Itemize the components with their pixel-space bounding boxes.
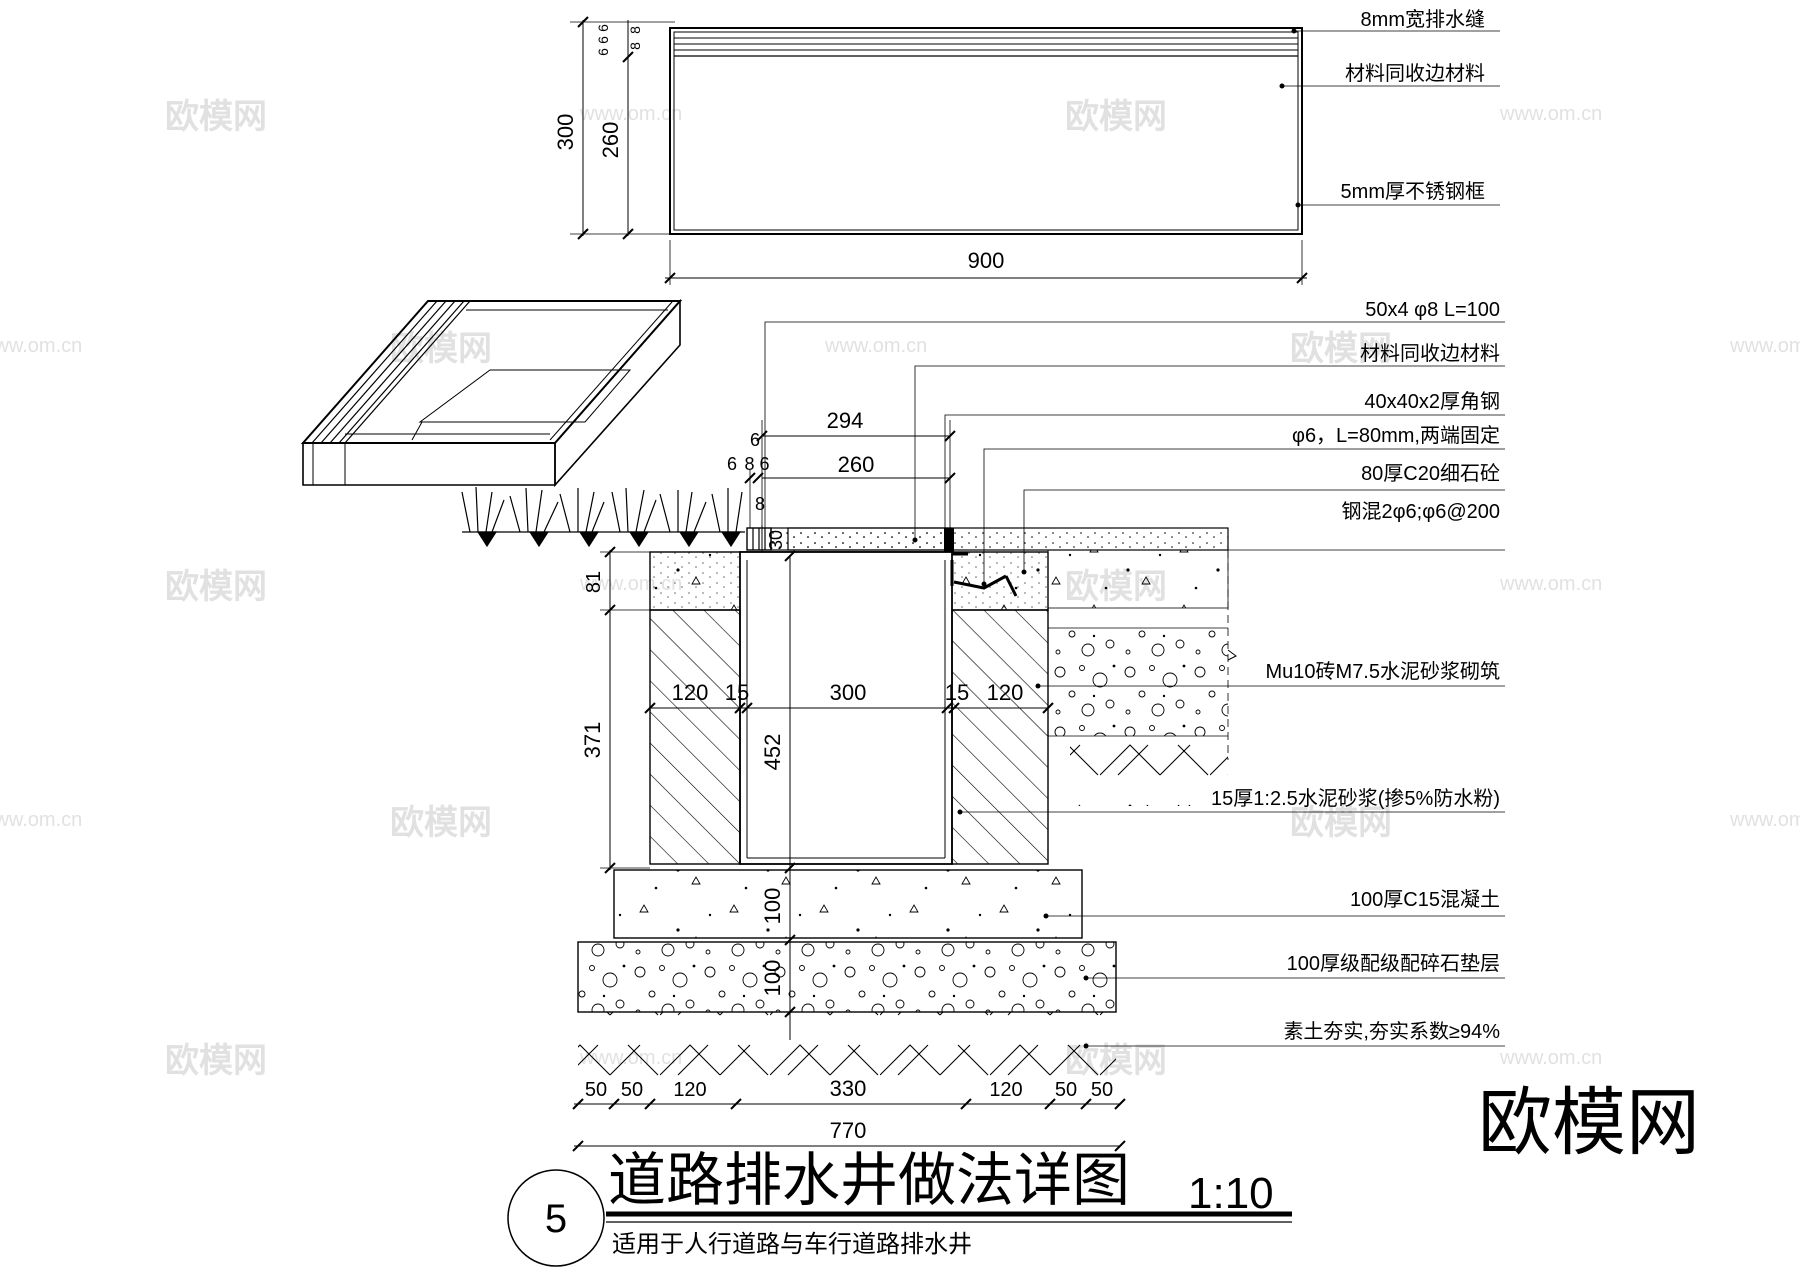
dim-tick <box>622 51 634 63</box>
watermark-brand: 欧模网 <box>165 98 267 136</box>
label-material: 材料同收边材料 <box>1345 62 1485 85</box>
dim-mid-15-left: 15 <box>725 680 749 705</box>
dim-371: 371 <box>580 722 605 759</box>
dim-bottom-50-d: 50 <box>1091 1079 1113 1101</box>
dim-small-6a: 6 <box>750 430 760 450</box>
watermark-brand: 欧模网 <box>1290 330 1392 368</box>
ground-layer-soil <box>1070 736 1228 806</box>
watermark-brand: 欧模网 <box>1290 804 1392 842</box>
dim-total-height: 300 <box>553 114 578 151</box>
dim-30: 30 <box>766 530 786 550</box>
dim-bottom-330: 330 <box>830 1076 867 1101</box>
dim-stack: 6 6 6 8 8 <box>595 24 643 56</box>
ground-layer-gravel <box>1048 628 1228 736</box>
detail-number-circle <box>507 1169 605 1267</box>
dim-452: 452 <box>760 734 785 771</box>
compacted-soil <box>578 1012 1116 1082</box>
watermark-brand: 欧模网 <box>165 568 267 606</box>
watermark-url: www.om.cn <box>1499 103 1602 125</box>
watermark-brand: 欧模网 <box>165 1042 267 1080</box>
watermark-url: www.om.cn <box>579 103 682 125</box>
dim-inner-height: 260 <box>598 122 623 159</box>
dim-mid-120-left: 120 <box>672 680 709 705</box>
watermark-brand: 欧模网 <box>390 330 492 368</box>
watermark-logo: 欧模网 <box>1478 1081 1700 1164</box>
dim-small-6b: 6 <box>727 454 737 474</box>
dim-small-86: 8 6 <box>744 454 769 474</box>
dim-tick <box>577 16 589 28</box>
dim-stack-value: 8 <box>627 26 643 34</box>
watermark-brand: 欧模网 <box>1065 98 1167 136</box>
callout-rebar: φ6，L=80mm,两端固定 <box>1292 424 1500 447</box>
dim-tick <box>664 272 676 284</box>
drawing-scale: 1:10 <box>1188 1169 1274 1218</box>
dim-width: 900 <box>968 248 1005 273</box>
watermark-brand: 欧模网 <box>390 804 492 842</box>
plan-frame-inner <box>673 31 1299 231</box>
dim-mid-120-right: 120 <box>987 680 1024 705</box>
dim-294: 294 <box>827 408 864 433</box>
dim-mid-15-right: 15 <box>945 680 969 705</box>
callout-reinforcement: 钢混2φ6;φ6@200 <box>1341 500 1500 523</box>
watermark-url: www.om.cn <box>1729 335 1800 357</box>
dim-81: 81 <box>583 571 605 593</box>
callout-c15: 100厚C15混凝土 <box>1350 888 1500 911</box>
dim-total-770: 770 <box>830 1118 867 1143</box>
watermark-url: www.om.cn <box>0 809 82 831</box>
angle-steel <box>944 528 954 554</box>
detail-number: 5 <box>545 1197 567 1241</box>
section-view: 81 371 452 100 100 30 294 260 6 6 8 6 8 <box>461 299 1505 1152</box>
dim-bottom-50-a: 50 <box>585 1079 607 1101</box>
callout-c20: 80厚C20细石砼 <box>1361 462 1500 485</box>
dim-stack-value: 6 <box>595 36 611 44</box>
isometric-view <box>300 298 683 488</box>
brick-wall-left <box>649 609 741 865</box>
gravel-bed <box>577 941 1117 1013</box>
dim-stack-value: 8 <box>627 42 643 50</box>
watermark-url: www.om.cn <box>1499 573 1602 595</box>
label-frame: 5mm厚不锈钢框 <box>1341 180 1485 203</box>
dim-100-concrete: 100 <box>760 888 785 925</box>
watermark-url: www.om.cn <box>1729 809 1800 831</box>
plan-frame-outer <box>669 27 1303 235</box>
cover-plate <box>770 527 952 551</box>
dim-stack-value: 6 <box>595 48 611 56</box>
callout-angle-steel: 40x40x2厚角钢 <box>1364 390 1500 413</box>
callout-mortar: 15厚1:2.5水泥砂浆(掺5%防水粉) <box>1211 787 1500 810</box>
callout-soil: 素土夯实,夯实系数≥94% <box>1283 1020 1500 1043</box>
dim-mid-300: 300 <box>830 680 867 705</box>
dim-260: 260 <box>838 452 875 477</box>
brick-wall-right <box>951 609 1049 865</box>
dim-tick <box>622 228 634 240</box>
dim-bottom-120-a: 120 <box>673 1079 706 1101</box>
title-block: 5 道路排水井做法详图 1:10 适用于人行道路与车行道路排水井 欧模网 <box>507 1081 1700 1267</box>
plan-view: 300 260 6 6 6 8 8 900 8mm宽排水缝 材料同收边材料 5m… <box>553 8 1500 285</box>
callout-brick: Mu10砖M7.5水泥砂浆砌筑 <box>1266 660 1501 683</box>
callout-gravel: 100厚级配级配碎石垫层 <box>1287 952 1500 975</box>
label-slot: 8mm宽排水缝 <box>1361 8 1485 31</box>
dim-small-8: 8 <box>755 494 765 514</box>
watermark-url: www.om.cn <box>1499 1047 1602 1069</box>
base-concrete <box>613 869 1083 939</box>
dim-tick <box>577 228 589 240</box>
drawing-title: 道路排水井做法详图 <box>608 1148 1130 1213</box>
dim-bottom-50-c: 50 <box>1055 1079 1077 1101</box>
watermark-url: www.om.cn <box>824 335 927 357</box>
watermark-url: www.om.cn <box>0 335 82 357</box>
drawing-subtitle: 适用于人行道路与车行道路排水井 <box>612 1231 972 1258</box>
callout-anchor: 50x4 φ8 L=100 <box>1365 299 1500 321</box>
ground-layer-concrete <box>1047 549 1229 609</box>
dim-100-gravel: 100 <box>760 960 785 997</box>
dim-bottom-50-b: 50 <box>621 1079 643 1101</box>
dim-bottom-120-b: 120 <box>989 1079 1022 1101</box>
grass <box>461 486 745 548</box>
dim-tick <box>1296 272 1308 284</box>
dim-stack-value: 6 <box>595 24 611 32</box>
callout-material: 材料同收边材料 <box>1360 342 1500 365</box>
